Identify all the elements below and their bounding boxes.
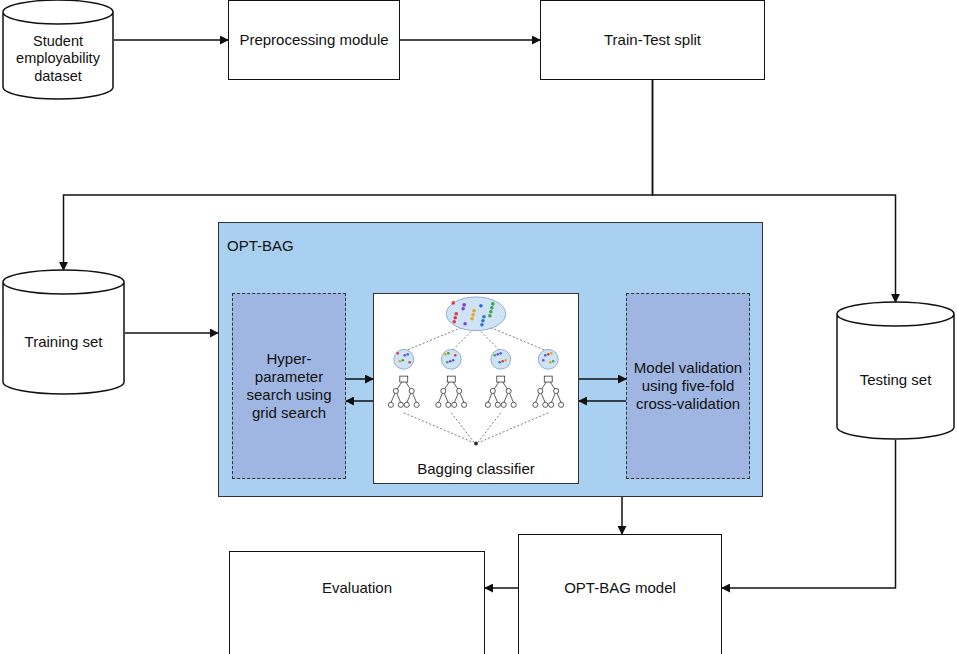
flow-arrow [346,378,373,380]
flow-arrow [579,378,626,380]
process-box: Model validation using five-fold cross-v… [626,293,750,479]
flow-arrow [346,400,373,402]
process-box: Train-Test split [540,0,765,80]
node-label: Testing set [860,371,932,389]
cylinder-outline [3,270,124,394]
flow-arrow [64,80,653,270]
node-label: Bagging classifier [417,460,535,478]
group-title: OPT-BAG [227,237,294,255]
node-label: Student employability dataset [8,33,108,85]
node-label: Evaluation [322,579,392,597]
flow-arrow [114,39,228,41]
flow-arrow [579,400,626,402]
flow-arrow [400,39,540,41]
cylinder-outline [837,302,954,439]
process-box: Preprocessing module [228,0,400,80]
flow-arrow [722,440,896,588]
process-box: Evaluation [229,551,485,654]
classifier-box: Bagging classifier [373,293,579,484]
cylinder-outline [3,0,113,99]
process-box: OPT-BAG model [518,534,722,654]
node-label: Training set [25,333,103,351]
flow-arrow [621,497,623,534]
node-label: Model validation using five-fold cross-v… [633,359,743,413]
flow-arrow [125,332,218,334]
dataset-cylinder: Training set [2,270,125,395]
node-label: OPT-BAG model [564,579,676,597]
flow-arrow [653,80,896,302]
bagging-illustration [374,294,578,483]
dataset-cylinder: Testing set [836,302,955,440]
flow-arrow [485,587,518,589]
node-label: Preprocessing module [239,31,388,49]
node-label: Train-Test split [604,31,701,49]
group-panel: OPT-BAG Hyper-parameter search using grid… [218,222,763,497]
process-box: Hyper-parameter search using grid search [232,293,346,479]
dataset-cylinder: Student employability dataset [2,0,114,100]
cylinder-outline [2,0,114,100]
node-label: Hyper-parameter search using grid search [239,350,339,422]
